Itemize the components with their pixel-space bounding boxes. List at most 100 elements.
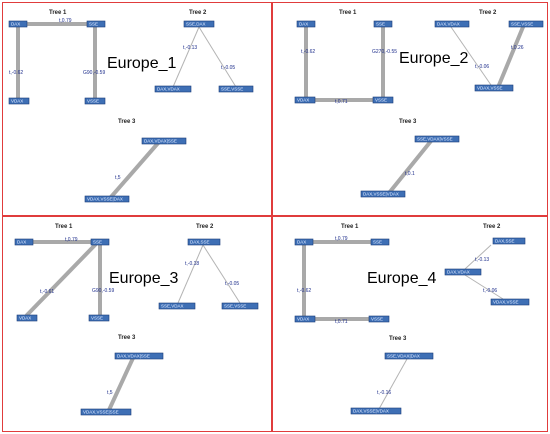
node-sse-vsse[interactable]: SSE,VSSE bbox=[508, 20, 544, 28]
edge-label: G270,-0.55 bbox=[372, 49, 397, 55]
panel-europe-2: Tree 1 Tree 2 Tree 3 t,-0.62 G270,-0.55 … bbox=[272, 2, 548, 216]
panel-title: Europe_3 bbox=[109, 270, 178, 287]
svg-text:VDAX: VDAX bbox=[19, 316, 31, 321]
panel-title: Europe_4 bbox=[367, 270, 436, 287]
svg-text:SSE,VDAX: SSE,VDAX bbox=[161, 304, 184, 309]
node-dax-sse[interactable]: DAX,SSE bbox=[492, 237, 526, 245]
tree-3-title: Tree 3 bbox=[118, 119, 136, 125]
svg-text:SSE,VDAX|DAX: SSE,VDAX|DAX bbox=[387, 354, 420, 359]
panel-title: Europe_1 bbox=[107, 55, 176, 72]
svg-text:DAX,VSSE|VDAX: DAX,VSSE|VDAX bbox=[363, 192, 399, 197]
tree-1-title: Tree 1 bbox=[49, 10, 67, 16]
svg-text:VSSE: VSSE bbox=[371, 317, 383, 322]
tree-2-title: Tree 2 bbox=[189, 10, 207, 16]
node-vdax-vsse[interactable]: VDAX,VSSE bbox=[490, 298, 530, 306]
edge-tree3 bbox=[109, 140, 161, 199]
edge-label: G90,-0.59 bbox=[92, 288, 114, 294]
vine-diagram-europe-3: Tree 1 Tree 2 Tree 3 t,0.79 t,-0.61 G90,… bbox=[14, 224, 259, 416]
edge-sse-vdax bbox=[25, 243, 97, 317]
node-dax-sse[interactable]: DAX,SSE bbox=[187, 238, 221, 246]
svg-text:DAX: DAX bbox=[299, 22, 308, 27]
node-vdax-vsse[interactable]: VDAX,VSSE bbox=[474, 84, 514, 92]
svg-text:SSE,DAX: SSE,DAX bbox=[186, 22, 206, 27]
panel-europe-3: Tree 1 Tree 2 Tree 3 t,0.79 t,-0.61 G90,… bbox=[2, 216, 272, 432]
node-tree3-bottom[interactable]: VDAX,VSSE|SSE bbox=[80, 408, 132, 416]
svg-text:DAX,SSE: DAX,SSE bbox=[495, 239, 515, 244]
node-dax-vdax[interactable]: DAX,VDAX bbox=[434, 20, 470, 28]
edge-label: t,5 bbox=[115, 175, 121, 181]
node-sse-dax[interactable]: SSE,DAX bbox=[183, 20, 215, 28]
panel-title: Europe_2 bbox=[399, 50, 468, 67]
node-dax[interactable]: DAX bbox=[294, 238, 314, 246]
edge-label: t,0.79 bbox=[59, 18, 72, 24]
node-sse[interactable]: SSE bbox=[373, 20, 393, 28]
node-sse[interactable]: SSE bbox=[370, 238, 390, 246]
edge-tree3 bbox=[378, 358, 408, 410]
node-vdax[interactable]: VDAX bbox=[8, 97, 30, 105]
node-vsse[interactable]: VSSE bbox=[84, 97, 106, 105]
node-tree3-bottom[interactable]: VDAX,VSSE|DAX bbox=[84, 195, 130, 203]
node-sse-vsse[interactable]: SSE,VSSE bbox=[218, 85, 254, 93]
node-vdax[interactable]: VDAX bbox=[16, 314, 38, 322]
svg-text:DAX,VSSE|VDAX: DAX,VSSE|VDAX bbox=[353, 409, 389, 414]
edge-label: t,-0.16 bbox=[377, 390, 391, 396]
node-vdax[interactable]: VDAX bbox=[294, 96, 316, 104]
node-sse[interactable]: SSE bbox=[90, 238, 110, 246]
node-vsse[interactable]: VSSE bbox=[372, 96, 394, 104]
vine-diagram-europe-1: Tree 1 Tree 2 Tree 3 t,0.79 t,-0.62 G90,… bbox=[8, 10, 254, 203]
node-tree3-top[interactable]: SSE,VDAX|DAX bbox=[384, 352, 434, 360]
edge-label: t,-0.05 bbox=[225, 281, 239, 287]
svg-text:DAX: DAX bbox=[297, 240, 306, 245]
node-sse[interactable]: SSE bbox=[86, 20, 106, 28]
tree-1-title: Tree 1 bbox=[339, 10, 357, 16]
node-tree3-top[interactable]: DAX,VDAX|SSE bbox=[114, 352, 164, 360]
svg-text:VDAX: VDAX bbox=[11, 99, 23, 104]
svg-text:DAX,VDAX|SSE: DAX,VDAX|SSE bbox=[117, 354, 150, 359]
vine-diagram-europe-2: Tree 1 Tree 2 Tree 3 t,-0.62 G270,-0.55 … bbox=[294, 10, 544, 198]
tree-3-title: Tree 3 bbox=[399, 119, 417, 125]
svg-text:VDAX,VSSE|DAX: VDAX,VSSE|DAX bbox=[87, 197, 123, 202]
node-dax[interactable]: DAX bbox=[8, 20, 28, 28]
svg-text:DAX,VDAX: DAX,VDAX bbox=[447, 270, 470, 275]
edge-tree3 bbox=[387, 139, 433, 195]
edge-label: G90,-0.59 bbox=[83, 70, 105, 76]
node-dax-vdax[interactable]: DAX,VDAX bbox=[154, 85, 192, 93]
edge-label: t,0.71 bbox=[335, 99, 348, 105]
edge-label: t,-0.61 bbox=[40, 289, 54, 295]
edge-tree2-b bbox=[202, 244, 241, 304]
tree-3-title: Tree 3 bbox=[118, 335, 136, 341]
node-tree3-bottom[interactable]: DAX,VSSE|VDAX bbox=[350, 407, 402, 415]
svg-text:VSSE: VSSE bbox=[375, 98, 387, 103]
node-dax-vdax[interactable]: DAX,VDAX bbox=[444, 268, 482, 276]
tree-3-title: Tree 3 bbox=[389, 336, 407, 342]
svg-text:VSSE: VSSE bbox=[91, 316, 103, 321]
node-vdax[interactable]: VDAX bbox=[294, 315, 316, 323]
edge-label: t,0.1 bbox=[405, 171, 415, 177]
tree-2-title: Tree 2 bbox=[196, 224, 214, 230]
node-tree3-top[interactable]: SSE,VDAX|VSSE bbox=[414, 135, 460, 143]
edge-label: t,0.71 bbox=[335, 319, 348, 325]
vine-diagram-europe-4: Tree 1 Tree 2 Tree 3 t,0.79 t,-0.62 t,0.… bbox=[294, 224, 530, 415]
edge-tree2-a bbox=[450, 26, 492, 86]
edge-tree3 bbox=[107, 356, 135, 412]
node-sse-vsse[interactable]: SSE,VSSE bbox=[221, 302, 259, 310]
node-sse-vdax[interactable]: SSE,VDAX bbox=[158, 302, 196, 310]
node-dax[interactable]: DAX bbox=[296, 20, 316, 28]
svg-text:SSE: SSE bbox=[89, 22, 98, 27]
edge-label: t,-0.06 bbox=[483, 288, 497, 294]
node-dax[interactable]: DAX bbox=[14, 238, 34, 246]
svg-text:DAX,VDAX|SSE: DAX,VDAX|SSE bbox=[144, 139, 177, 144]
node-vsse[interactable]: VSSE bbox=[88, 314, 110, 322]
node-vsse[interactable]: VSSE bbox=[368, 315, 390, 323]
node-tree3-top[interactable]: DAX,VDAX|SSE bbox=[141, 137, 187, 145]
node-tree3-bottom[interactable]: DAX,VSSE|VDAX bbox=[360, 190, 406, 198]
svg-text:SSE: SSE bbox=[376, 22, 385, 27]
edge-label: t,-0.13 bbox=[475, 257, 489, 263]
edge-tree2-a bbox=[177, 244, 204, 304]
svg-text:VDAX,VSSE|SSE: VDAX,VSSE|SSE bbox=[83, 410, 119, 415]
edge-label: t,-0.18 bbox=[185, 261, 199, 267]
svg-text:SSE,VSSE: SSE,VSSE bbox=[511, 22, 533, 27]
edge-label: t,0.79 bbox=[335, 236, 348, 242]
svg-text:VDAX,VSSE: VDAX,VSSE bbox=[493, 300, 519, 305]
svg-text:VDAX: VDAX bbox=[297, 317, 309, 322]
